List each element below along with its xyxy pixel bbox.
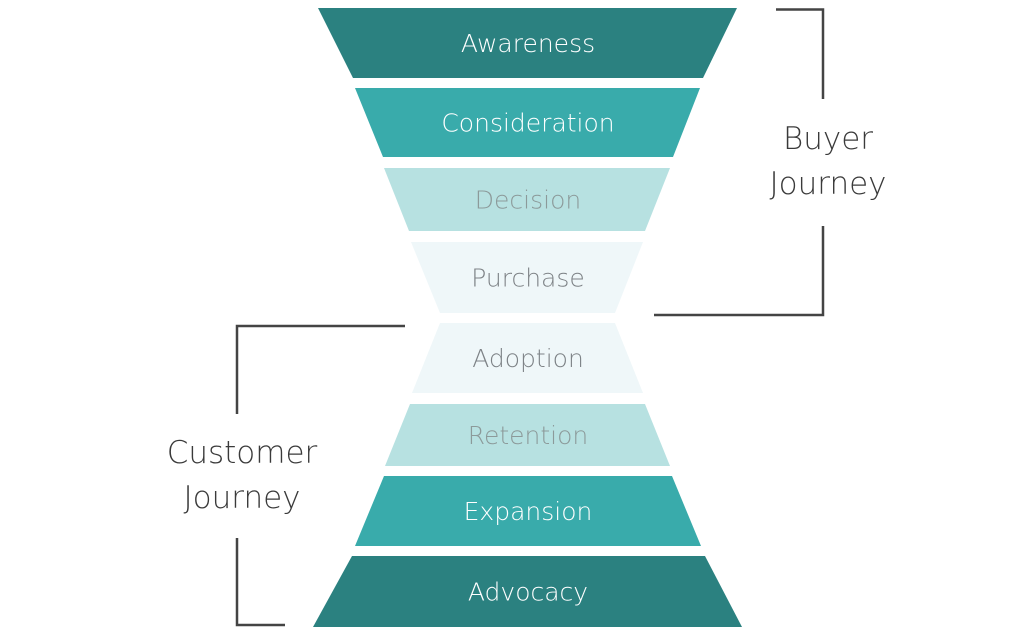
buyer-bracket-top (776, 8, 825, 99)
stage-label-expansion: Expansion (464, 497, 593, 526)
stage-label-awareness: Awareness (461, 29, 595, 58)
stage-shape-consideration (355, 88, 700, 157)
buyer-journey-label-line2: Journey (769, 166, 886, 202)
stage-label-consideration: Consideration (441, 109, 614, 138)
stage-awareness: Awareness (318, 8, 737, 78)
stage-label-adoption: Adoption (472, 344, 584, 373)
stage-retention: Retention (385, 404, 670, 466)
buyer-journey-label-line1: Buyer (783, 121, 873, 157)
stage-consideration: Consideration (355, 88, 700, 157)
customer-journey-label-line1: Customer (167, 435, 318, 471)
stage-decision: Decision (384, 168, 670, 231)
stage-label-purchase: Purchase (471, 264, 585, 293)
customer-bracket-top (235, 324, 405, 414)
customer-journey-label-line2: Journey (183, 480, 300, 516)
stage-purchase: Purchase (411, 242, 643, 313)
stage-advocacy: Advocacy (313, 556, 742, 627)
stage-label-decision: Decision (475, 186, 581, 215)
customer-journey-bracket: Customer Journey (167, 324, 405, 627)
buyer-journey-bracket: Buyer Journey (654, 8, 887, 317)
hourglass-funnel: AwarenessConsiderationDecisionPurchaseAd… (313, 8, 742, 627)
stage-shape-retention (385, 404, 670, 466)
stage-shape-purchase (411, 242, 643, 313)
stage-shape-awareness (318, 8, 737, 78)
stage-label-advocacy: Advocacy (468, 578, 588, 607)
customer-bracket-bottom (235, 538, 285, 627)
stage-shape-advocacy (313, 556, 742, 627)
stage-shape-adoption (412, 323, 643, 393)
stage-adoption: Adoption (412, 323, 643, 393)
stage-shape-decision (384, 168, 670, 231)
stage-label-retention: Retention (468, 421, 589, 450)
stage-expansion: Expansion (355, 476, 701, 546)
stage-shape-expansion (355, 476, 701, 546)
buyer-bracket-bottom (654, 226, 825, 317)
